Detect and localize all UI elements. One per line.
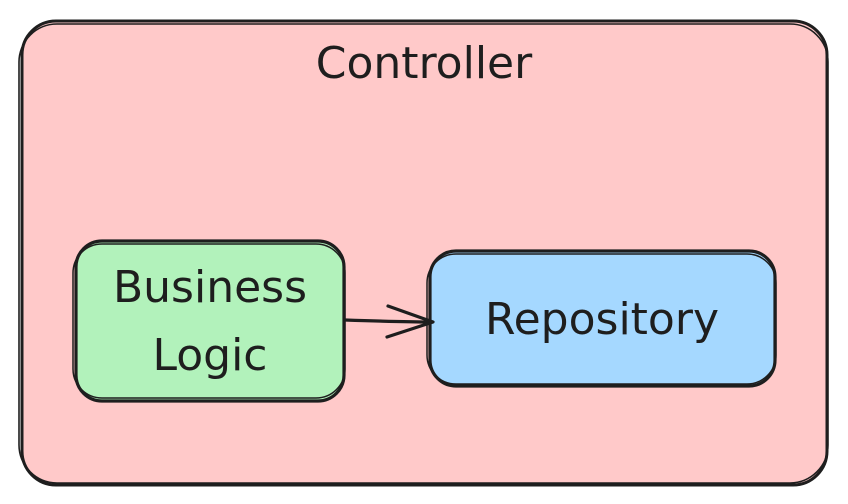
business-logic-label-line-2: Logic (152, 330, 267, 381)
arrow-shaft (343, 318, 434, 324)
arrow-business-logic-to-repository (343, 304, 435, 339)
controller-label: Controller (316, 38, 533, 89)
business-logic-node[interactable]: Business Logic (72, 239, 346, 403)
controller-box-sketch-stroke (18, 23, 829, 484)
repository-box (428, 249, 777, 388)
arrowhead (385, 304, 435, 339)
business-logic-label-line-1: Business (113, 262, 307, 313)
repository-label: Repository (485, 294, 719, 345)
repository-node[interactable]: Repository (426, 249, 777, 388)
